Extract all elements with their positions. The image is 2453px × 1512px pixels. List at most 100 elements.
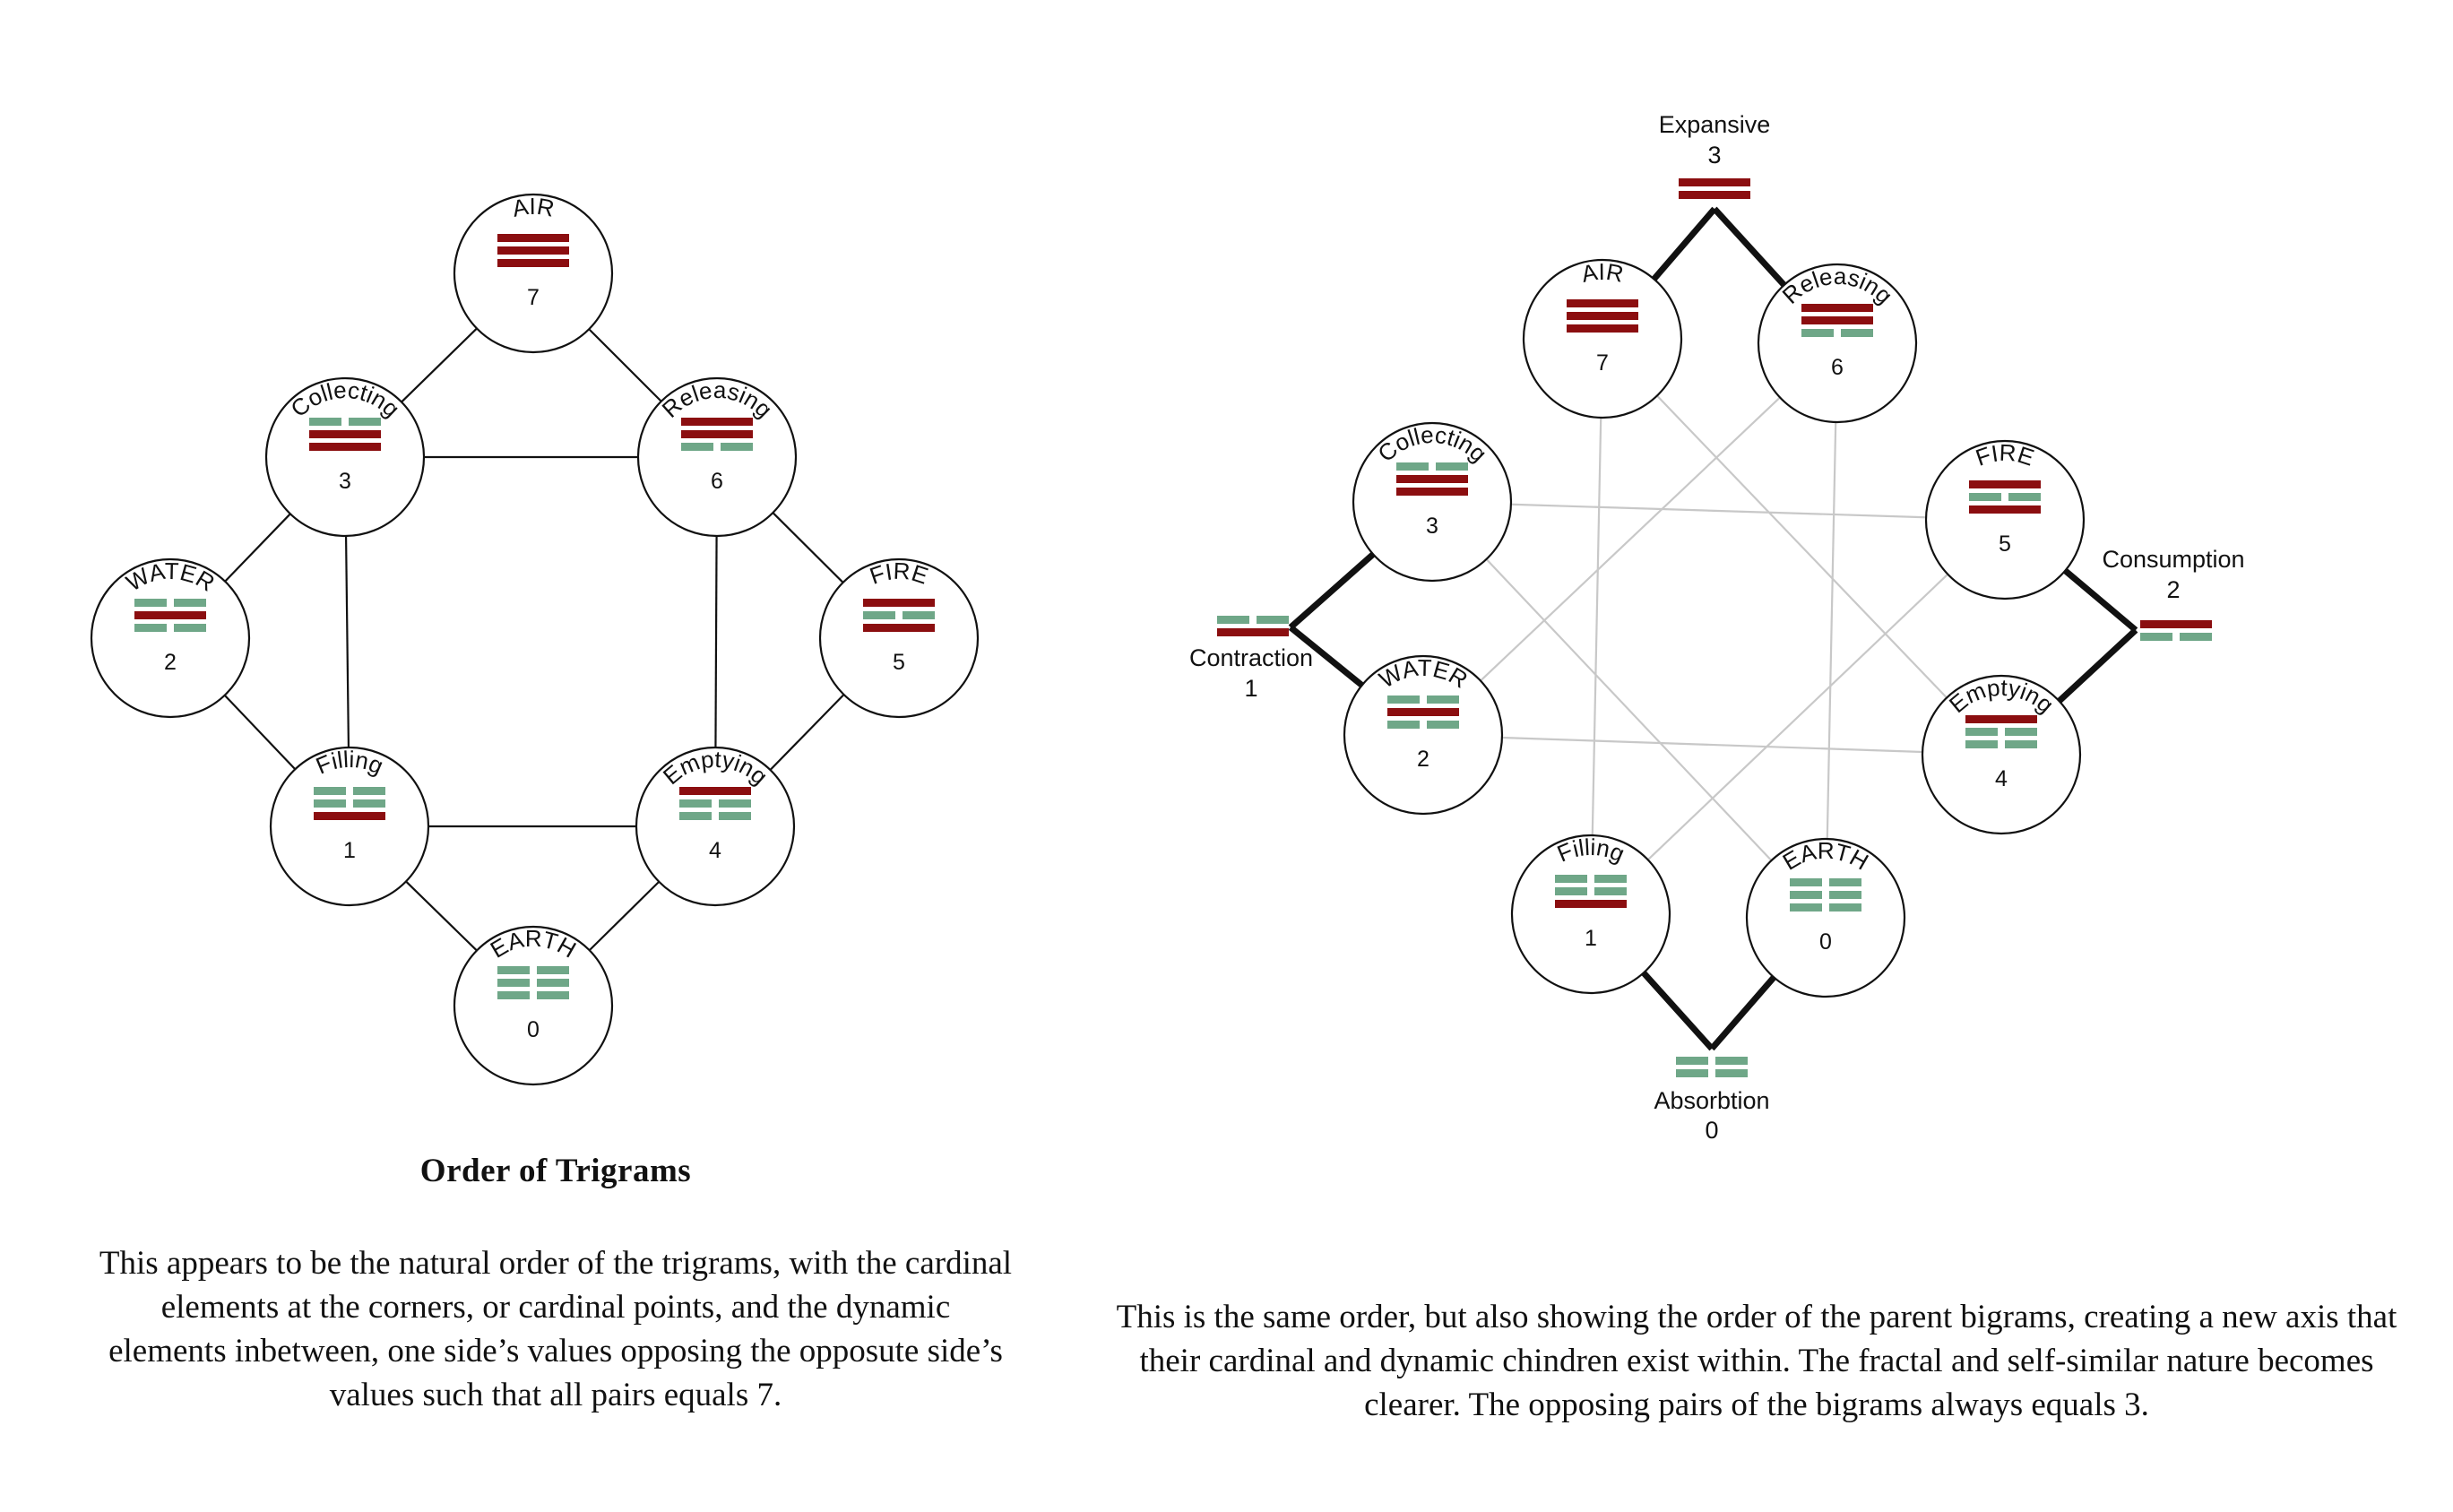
left-node-water-yang-line-2 [134,611,206,619]
left-node-fire: FIRE 5 [818,557,980,719]
bigram-consumption-yang-line-1 [2140,620,2212,628]
right-web-line-filling-air [1591,417,1602,836]
left-node-air-yang-line-3 [497,259,569,267]
bigram-consumption-axis-line [2057,627,2138,704]
right-web-line-collecting-fire [1510,503,1927,519]
right-node-filling-yin-line-1-right [1594,875,1627,883]
left-diagram-title: Order of Trigrams [419,1153,692,1189]
left-node-earth-value: 0 [527,1017,540,1042]
right-web-line-fire-filling [1646,573,1949,861]
right-node-air-yang-line-1 [1567,299,1638,307]
right-node-emptying-yang-line-1 [1965,715,2037,723]
left-node-air-circle [453,193,614,354]
left-edge-filling-earth [405,880,478,952]
bigram-consumption-label: Consumption [2102,546,2244,573]
right-node-emptying-value: 4 [1995,766,2008,791]
left-node-fire-value: 5 [893,650,905,675]
right-node-water-yin-line-1-left [1387,696,1420,704]
left-node-releasing-value: 6 [711,469,723,494]
right-node-releasing-circle [1757,263,1918,424]
bigram-absorbtion: Absorbtion 0 [1654,1057,1770,1144]
left-edge-air-collecting [401,327,478,403]
left-node-filling-value: 1 [343,838,356,863]
right-node-emptying-yin-line-3-left [1965,740,1998,748]
left-node-collecting-circle [264,376,426,538]
right-web-line-earth-collecting [1485,558,1773,861]
left-node-filling-yin-line-2-left [314,799,346,808]
right-node-emptying-yin-line-2-left [1965,728,1998,736]
left-node-earth-yin-line-2-right [537,979,569,987]
right-node-fire-yang-line-3 [1969,505,2041,514]
left-edge-releasing-emptying [714,535,718,748]
right-node-collecting-yin-line-1-right [1436,462,1468,471]
left-node-water-yin-line-3-left [134,624,167,632]
right-node-collecting-yang-line-3 [1396,488,1468,496]
right-star-web-lines [1480,394,1949,861]
right-node-emptying-circle [1921,674,2082,835]
left-node-emptying-yin-line-2-left [679,799,712,808]
bigram-absorbtion-yin-line-1-right [1715,1057,1748,1065]
left-node-emptying-yin-line-3-right [719,812,751,820]
right-trigram-nodes: AIR7Releasing6Collecting3FIRE5WATER2Empt… [1343,258,2086,998]
bigram-consumption-yin-line-2-left [2140,633,2172,641]
right-node-releasing-yang-line-1 [1801,304,1873,312]
bigram-consumption-axis-line [2063,568,2138,633]
left-edge-releasing-fire [772,512,844,583]
right-node-water-yin-line-1-right [1427,696,1459,704]
right-node-fire-value: 5 [1999,531,2011,557]
left-node-collecting-yang-line-2 [309,430,381,438]
right-node-filling-yin-line-2-right [1594,887,1627,895]
bigram-expansive-yang-line-1 [1679,178,1750,186]
right-node-earth-circle [1745,837,1906,998]
right-node-air-yang-line-2 [1567,312,1638,320]
bigram-absorbtion-value: 0 [1705,1117,1718,1144]
left-node-collecting-yin-line-1-right [349,418,381,426]
right-diagram-description: This is the same order, but also showing… [1116,1299,2397,1423]
left-node-collecting-yin-line-1-left [309,418,341,426]
bigram-absorbtion-axis-line [1641,971,1715,1051]
left-node-releasing-yin-line-3-left [681,443,713,451]
bigram-absorbtion-label: Absorbtion [1654,1087,1769,1114]
left-node-earth-yin-line-2-left [497,979,530,987]
left-node-fire-circle [818,557,980,719]
right-node-air-value: 7 [1596,350,1609,376]
right-node-filling-yang-line-3 [1555,900,1627,908]
right-node-earth-yin-line-3-left [1790,903,1822,912]
bigram-consumption: Consumption 2 [2102,546,2245,641]
right-web-line-releasing-earth [1826,421,1837,840]
left-edge-collecting-filling [344,535,350,748]
bigram-consumption-value: 2 [2166,576,2180,603]
right-bigram-axis-lines [1288,206,2138,1051]
left-node-releasing-yang-line-2 [681,430,753,438]
bigram-expansive-yang-line-2 [1679,191,1750,199]
right-node-earth-value: 0 [1819,929,1832,955]
bigram-expansive-value: 3 [1707,142,1721,168]
bigram-expansive-axis-line [1651,206,1717,281]
left-node-emptying-yang-line-1 [679,787,751,795]
left-node-filling-circle [269,746,430,907]
bigram-consumption-yin-line-2-right [2180,633,2212,641]
left-node-filling-yin-line-1-right [353,787,385,795]
left-node-fire-label: FIRE [866,557,931,590]
left-node-water-yin-line-1-right [174,599,206,607]
left-node-emptying-yin-line-3-left [679,812,712,820]
right-node-filling-yin-line-2-left [1555,887,1587,895]
right-web-line-emptying-water [1501,736,1923,754]
bigram-absorbtion-yin-line-2-right [1715,1069,1748,1077]
left-edge-emptying-earth [588,880,661,952]
bigram-contraction-yin-line-1-left [1217,616,1249,624]
right-web-line-air-emptying [1656,394,1948,699]
right-node-emptying-yin-line-3-right [2005,740,2037,748]
right-node-water-value: 2 [1417,747,1429,772]
right-node-fire-label: FIRE [1972,439,2037,471]
